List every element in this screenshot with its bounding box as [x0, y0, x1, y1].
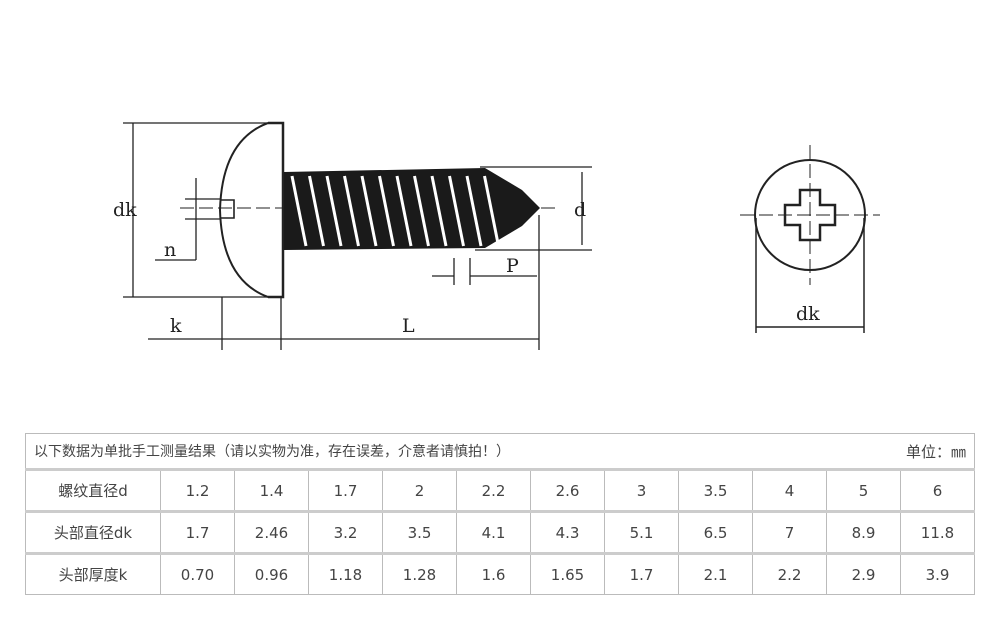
table-cell: 2.2	[752, 553, 827, 595]
table-cell: 3.9	[900, 553, 975, 595]
table-cell: 0.70	[160, 553, 235, 595]
label-dk-top: dk	[796, 303, 820, 325]
table-unit: 单位：㎜	[905, 442, 966, 461]
thread-line	[325, 175, 343, 247]
thread-line	[378, 175, 395, 247]
label-dk-side: dk	[113, 199, 137, 221]
table-cell: 1.65	[530, 553, 605, 595]
table-cell: 6	[900, 469, 975, 512]
table-cell: 0.96	[234, 553, 309, 595]
table-cell: 4.1	[456, 511, 531, 554]
thread-line	[360, 175, 378, 247]
table-cell: 3.5	[678, 469, 753, 512]
table-cell: 7	[752, 511, 827, 554]
dimension-table: 以下数据为单批手工测量结果（请以实物为准，存在误差，介意者请慎拍！） 单位：㎜ …	[25, 433, 975, 595]
table-cell: 2.2	[456, 469, 531, 512]
table-cell: 1.7	[308, 469, 383, 512]
table-cell: 1.2	[160, 469, 235, 512]
table-cell: 2.6	[530, 469, 605, 512]
table-cell: 8.9	[826, 511, 901, 554]
label-n: n	[164, 239, 176, 261]
row-label: 螺纹直径d	[25, 469, 161, 512]
thread-line	[465, 175, 483, 247]
table-cell: 1.28	[382, 553, 457, 595]
table-header: 以下数据为单批手工测量结果（请以实物为准，存在误差，介意者请慎拍！） 单位：㎜	[25, 433, 975, 470]
thread-line	[395, 175, 413, 247]
table-cell: 2.9	[826, 553, 901, 595]
table-cell: 1.4	[234, 469, 309, 512]
top-view	[740, 145, 880, 333]
thread-line	[448, 175, 465, 247]
thread-line	[290, 175, 308, 247]
table-cell: 2.46	[234, 511, 309, 554]
table-cell: 3.2	[308, 511, 383, 554]
table-cell: 5.1	[604, 511, 679, 554]
thread-line	[430, 175, 448, 247]
table-cell: 3	[604, 469, 679, 512]
side-view	[123, 121, 592, 350]
table-cell: 11.8	[900, 511, 975, 554]
thread-line	[343, 175, 360, 247]
label-d: d	[574, 199, 586, 221]
table-cell: 5	[826, 469, 901, 512]
label-L: L	[402, 315, 415, 337]
table-cell: 4.3	[530, 511, 605, 554]
row-label: 头部直径dk	[25, 511, 161, 554]
screw-diagram: dk n k L P d dk	[113, 121, 880, 350]
thread-line	[308, 175, 325, 247]
label-k: k	[170, 315, 182, 337]
table-cell: 3.5	[382, 511, 457, 554]
thread-line	[413, 175, 430, 247]
table-cell: 2.1	[678, 553, 753, 595]
table-cell: 4	[752, 469, 827, 512]
thread-body	[284, 168, 540, 250]
table-cell: 1.7	[604, 553, 679, 595]
thread-line	[483, 175, 500, 247]
table-cell: 2	[382, 469, 457, 512]
row-label: 头部厚度k	[25, 553, 161, 595]
table-cell: 1.7	[160, 511, 235, 554]
label-P: P	[506, 255, 519, 277]
table-cell: 1.6	[456, 553, 531, 595]
table-cell: 6.5	[678, 511, 753, 554]
table-note: 以下数据为单批手工测量结果（请以实物为准，存在误差，介意者请慎拍！）	[34, 443, 510, 460]
table-cell: 1.18	[308, 553, 383, 595]
